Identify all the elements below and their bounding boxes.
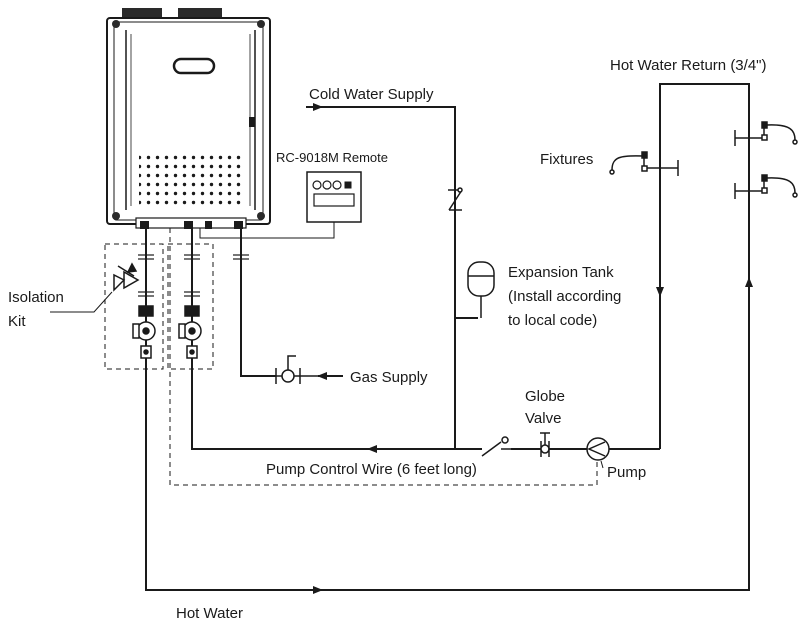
label-hot-water: Hot Water xyxy=(176,605,243,622)
expansion-tank-icon xyxy=(467,261,495,318)
isolation-valve-icon xyxy=(132,305,202,359)
label-globe-valve-1: Globe xyxy=(525,388,565,405)
pump-leader xyxy=(600,460,604,469)
remote-controller-icon xyxy=(306,171,362,223)
pipe-unions xyxy=(138,254,249,297)
isolation-kit-leader xyxy=(50,291,113,313)
label-isolation-kit-2: Kit xyxy=(8,313,26,330)
check-valve-icon xyxy=(448,187,463,211)
water-heater-icon xyxy=(106,8,271,229)
label-cold-water-supply: Cold Water Supply xyxy=(309,86,434,103)
control-wire xyxy=(199,222,335,239)
pump-control-wire xyxy=(169,228,598,486)
pump-icon xyxy=(586,437,610,461)
check-valve-icon xyxy=(481,436,511,457)
pressure-relief-valve-icon xyxy=(113,262,140,292)
label-remote: RC-9018M Remote xyxy=(276,150,388,165)
label-globe-valve-2: Valve xyxy=(525,410,561,427)
label-fixtures: Fixtures xyxy=(540,151,593,168)
label-gas-supply: Gas Supply xyxy=(350,369,428,386)
label-expansion-tank-3: to local code) xyxy=(508,312,597,329)
label-isolation-kit-1: Isolation xyxy=(8,289,64,306)
label-expansion-tank-2: (Install according xyxy=(508,288,621,305)
label-expansion-tank-1: Expansion Tank xyxy=(508,264,614,281)
gas-valve-icon xyxy=(275,355,318,384)
label-pump: Pump xyxy=(607,464,646,481)
flow-arrow-icon xyxy=(300,103,753,594)
label-hot-water-return: Hot Water Return (3/4") xyxy=(610,57,766,74)
globe-valve-icon xyxy=(540,432,550,457)
isolation-kit-box xyxy=(104,243,214,370)
piping xyxy=(145,83,750,591)
label-pump-control-wire: Pump Control Wire (6 feet long) xyxy=(266,461,477,478)
fixture-faucet-icon xyxy=(609,121,798,199)
